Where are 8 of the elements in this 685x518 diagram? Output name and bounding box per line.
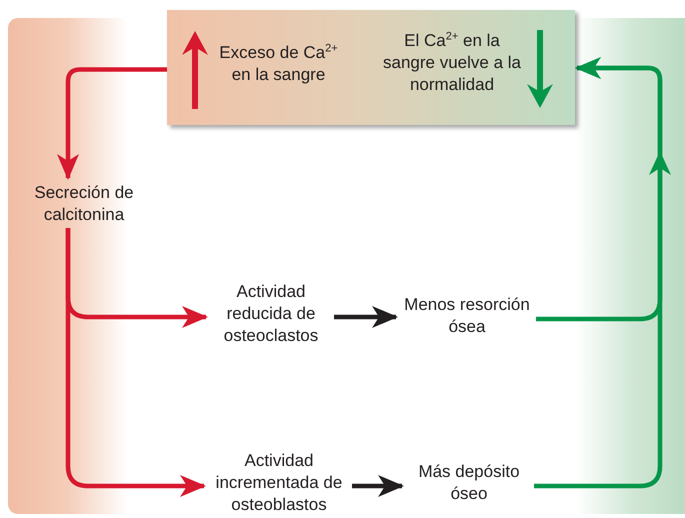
status-panel <box>167 10 575 125</box>
process-label: Más depósito óseo <box>417 461 521 505</box>
status-text: Exceso de Ca$^{2+}$ en la sangre <box>218 42 339 86</box>
process-label: Secreción de calcitonina <box>33 182 135 226</box>
status-text: El Ca$^{2+}$ en la sangre vuelve a la normalidad <box>382 30 522 96</box>
process-label: Actividad incrementada de osteoblastos <box>214 450 344 516</box>
process-label: Menos resorción ósea <box>403 294 531 338</box>
process-label: Actividad reducida de osteoclastos <box>222 281 320 347</box>
